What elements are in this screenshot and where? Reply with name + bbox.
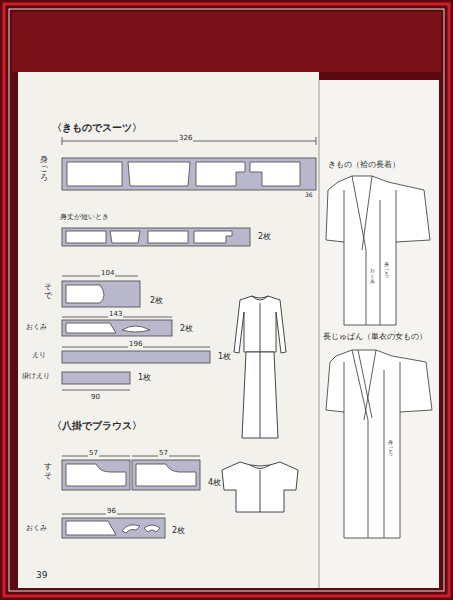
dimension: 57: [158, 449, 169, 457]
part-name: 身ごろ: [40, 156, 48, 182]
piece-count: 2枚: [172, 526, 185, 535]
dimension: 196: [128, 340, 143, 348]
part-name: おくみ: [26, 524, 47, 532]
piece-count: 2枚: [150, 296, 163, 305]
dimension: 326: [178, 134, 193, 142]
dimension: 36: [304, 192, 314, 199]
piece-count: 2枚: [180, 324, 193, 333]
part-name: 身ごろ: [388, 440, 393, 457]
piece-count: 1枚: [218, 352, 231, 361]
figure-title: きもの（袷の長着）: [328, 160, 400, 169]
piece-count: 4枚: [208, 478, 221, 487]
part-name: えり: [32, 351, 46, 359]
piece-count: 2枚: [258, 232, 271, 241]
dimension: 57: [88, 449, 99, 457]
dimension: 96: [106, 507, 117, 515]
dimension: 143: [108, 310, 123, 318]
part-name: おくみ: [26, 323, 47, 331]
page-number: 39: [36, 570, 47, 580]
part-name: おくみ: [370, 268, 375, 285]
part-name: 掛けえり: [22, 372, 50, 380]
section-title: 〈きものでスーツ〉: [52, 122, 142, 134]
dimension: 90: [90, 393, 101, 401]
part-name: そで: [44, 283, 52, 301]
note: 身丈が短いとき: [60, 213, 109, 221]
section-title: 〈八掛でブラウス〉: [52, 420, 142, 432]
figure-title: 長じゅばん（単衣の女もの）: [323, 333, 427, 342]
dimension: 104: [100, 269, 115, 277]
part-name: 身ごろ: [384, 262, 389, 279]
part-name: すそ: [44, 463, 52, 481]
piece-count: 1枚: [138, 373, 151, 382]
